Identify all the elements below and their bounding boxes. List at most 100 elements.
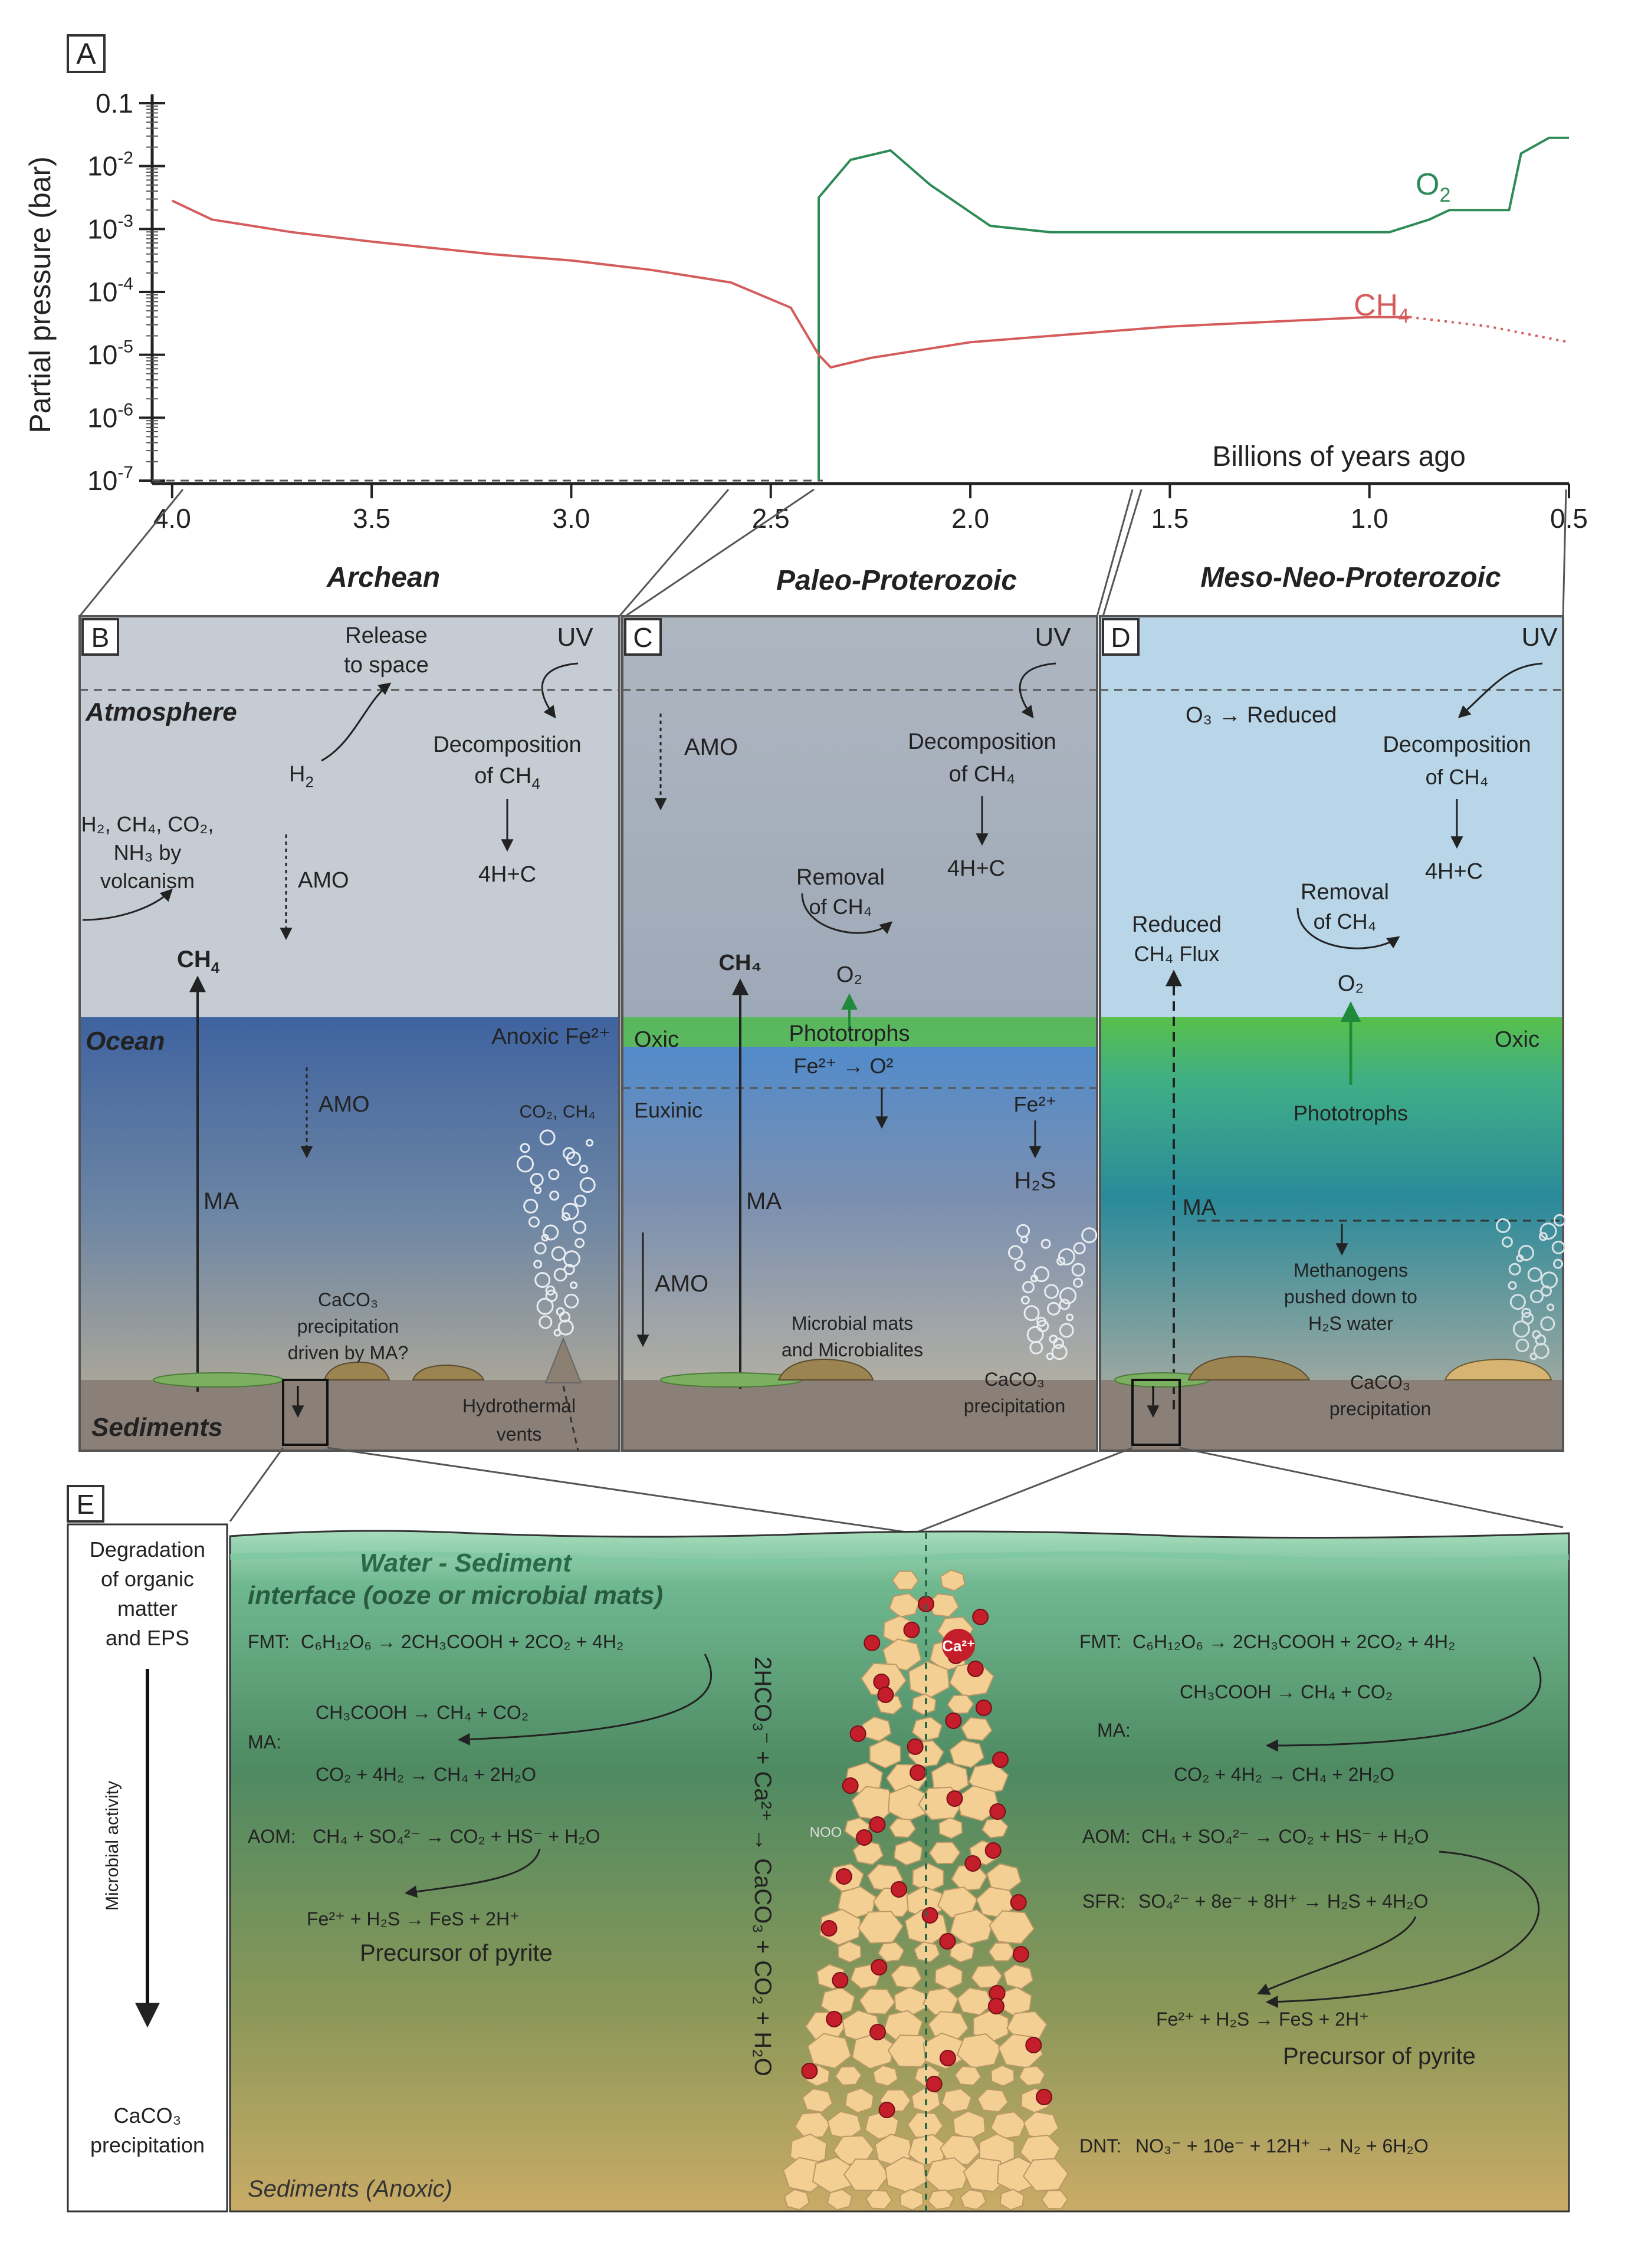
- right-dnt-label: DNT:: [1079, 2135, 1121, 2157]
- calcite-crystal: [807, 2033, 852, 2069]
- h2s-c: H₂S: [1014, 1168, 1056, 1194]
- y-tick-label: 10-4: [87, 274, 133, 307]
- calcite-crystal: [927, 2189, 955, 2210]
- atmosphere-c: [622, 616, 1097, 1017]
- calcite-crystal: [812, 2156, 855, 2194]
- bubble: [1508, 1263, 1521, 1276]
- zoom-lines-top: [78, 488, 1567, 617]
- calcium-ion: [942, 1629, 975, 1662]
- ca-ion-dot: [869, 2024, 886, 2040]
- calcite-crystal: [988, 1942, 1016, 1962]
- bubble: [553, 1268, 567, 1282]
- calcite-crystal: [864, 2111, 900, 2140]
- bottom-2: precipitation: [90, 2133, 205, 2157]
- bubble: [551, 1246, 566, 1261]
- bubble: [539, 1315, 553, 1329]
- calcite-crystal: [960, 2189, 987, 2210]
- panel-b: B Atmosphere Ocean Sediments Release to …: [78, 615, 621, 1452]
- calcite-crystal: [940, 1569, 966, 1592]
- meth-d-3: H₂S water: [1308, 1313, 1393, 1334]
- bubble: [517, 1155, 534, 1173]
- removal-1-d: Removal: [1301, 880, 1389, 905]
- caco3-b-2: precipitation: [297, 1316, 399, 1337]
- calcite-crystal: [954, 2065, 982, 2086]
- uv-c: UV: [1035, 623, 1071, 652]
- right-sfr-label: SFR:: [1082, 1891, 1125, 1912]
- ca-ion-dot: [921, 1907, 938, 1924]
- y-tick-label: 10-5: [87, 337, 133, 370]
- ca-ion-dot: [891, 1881, 907, 1898]
- bubble: [1515, 1339, 1529, 1352]
- bubble: [1071, 1263, 1085, 1277]
- x-tick-label: 0.5: [1550, 503, 1588, 534]
- ca-ion-dot: [972, 1609, 989, 1625]
- calcite-crystal: [911, 1716, 943, 1742]
- removal-1-c: Removal: [796, 865, 885, 890]
- bubble: [545, 1289, 558, 1302]
- eon-archean: Archean: [326, 562, 440, 593]
- calcite-crystal: [893, 1840, 923, 1866]
- bubble: [1059, 1287, 1077, 1304]
- y-tick-label: 10-7: [87, 463, 133, 496]
- bubble: [575, 1238, 585, 1248]
- ca-ion-dot: [856, 1829, 873, 1846]
- series-label-o2: O2: [1416, 167, 1450, 206]
- bubble: [1016, 1224, 1030, 1238]
- calcite-crystal: [877, 1941, 905, 1963]
- panel-e: E Degradation of organic matter and EPS …: [67, 1485, 1570, 2213]
- bubble: [1008, 1245, 1023, 1260]
- bubble: [1026, 1326, 1044, 1343]
- calcite-crystal: [794, 2112, 831, 2139]
- caco3-d-2: precipitation: [1329, 1398, 1432, 1419]
- bubble: [556, 1307, 565, 1316]
- calcite-crystal: [882, 1638, 923, 1671]
- bubble: [1530, 1290, 1544, 1303]
- ca-ion-dot: [801, 2063, 818, 2079]
- bubble: [1501, 1236, 1513, 1248]
- calcite-crystal: [891, 1570, 920, 1590]
- ch4-b: CH4: [177, 946, 220, 977]
- decomp-1-d: Decomposition: [1383, 732, 1531, 757]
- eon-meso: Meso-Neo-Proterozoic: [1200, 562, 1501, 593]
- fourhc-c: 4H+C: [947, 856, 1005, 881]
- bubble: [1056, 1257, 1066, 1266]
- bubble: [563, 1250, 580, 1268]
- atmosphere-d: [1100, 616, 1563, 1017]
- decomp-2-d: of CH₄: [1426, 765, 1489, 789]
- panel-c-label: C: [633, 622, 652, 653]
- calcite-crystal: [1018, 2065, 1046, 2086]
- volc-1: H₂, CH₄, CO₂,: [81, 812, 214, 836]
- ca-ion-dot: [1025, 2037, 1042, 2053]
- side-3: matter: [117, 1596, 178, 1621]
- oxic-c: Oxic: [634, 1027, 679, 1052]
- caco3-c-2: precipitation: [964, 1395, 1066, 1416]
- atmosphere-b: [80, 616, 619, 1017]
- left-aom: CH₄ + SO₄²⁻ → CO₂ + HS⁻ + H₂O: [313, 1826, 600, 1847]
- zoom-box-d: [1131, 1379, 1181, 1446]
- bubbles-d: [1495, 1214, 1566, 1360]
- bubble: [1058, 1248, 1075, 1266]
- calcite-crystal: [865, 2190, 893, 2210]
- calcite-crystal: [837, 1941, 862, 1963]
- bubble: [1540, 1316, 1555, 1332]
- side-2: of organic: [101, 1567, 194, 1591]
- bubble: [570, 1281, 577, 1289]
- reduced-2-d: CH₄ Flux: [1134, 942, 1220, 966]
- ca-ion-dot: [1010, 1894, 1027, 1911]
- bubble: [562, 1202, 579, 1220]
- bubble: [1539, 1222, 1557, 1240]
- side-1: Degradation: [90, 1537, 205, 1562]
- bubble: [1508, 1281, 1517, 1290]
- right-fmt: C₆H₁₂O₆ → 2CH₃COOH + 2CO₂ + 4H₂: [1132, 1631, 1455, 1652]
- bubble: [534, 1272, 551, 1288]
- calcite-crystal: [990, 2111, 1027, 2139]
- o2-c: O₂: [836, 962, 862, 987]
- ca-ion-dot: [987, 1998, 1004, 2014]
- bubble: [1023, 1305, 1040, 1322]
- left-ma-1: CH₃COOH → CH₄ + CO₂: [316, 1702, 528, 1723]
- mat-b-1: [153, 1372, 284, 1388]
- decomp-1-c: Decomposition: [908, 729, 1056, 754]
- bubble: [586, 1139, 593, 1147]
- right-aom: CH₄ + SO₄²⁻ → CO₂ + HS⁻ + H₂O: [1141, 1826, 1429, 1847]
